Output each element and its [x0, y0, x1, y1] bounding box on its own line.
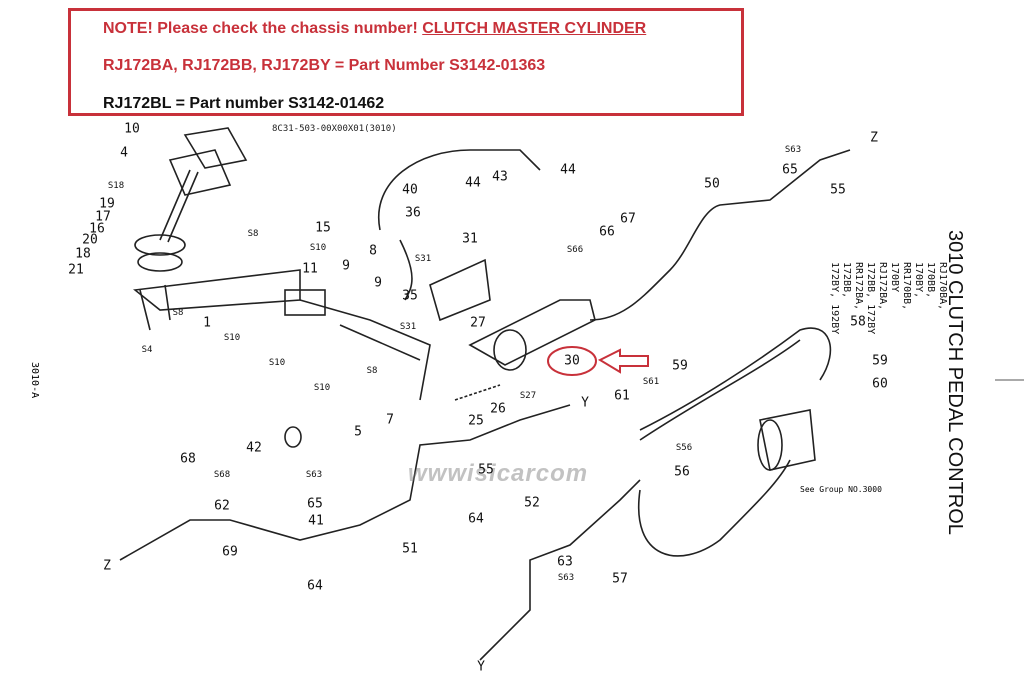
part-callout: S66	[566, 245, 584, 255]
page-ref: 3010-A	[29, 362, 40, 399]
part-callout: S18	[107, 181, 125, 191]
part-callout: S63	[305, 470, 323, 480]
part-callout: S8	[247, 229, 259, 239]
part-callout: 8	[369, 243, 377, 259]
model-line: RJ170BA, 170BB, 170BY, RR170BB, 170BY	[889, 262, 948, 311]
part-callout: 55	[830, 182, 846, 198]
part-callout: 19	[99, 196, 115, 212]
part-callout: 58	[850, 314, 866, 330]
part-callout: 31	[462, 231, 478, 247]
part-callout: 5	[354, 424, 362, 440]
part-callout: 50	[704, 176, 720, 192]
part-callout: Z	[103, 558, 111, 574]
part-callout: S68	[213, 470, 231, 480]
watermark: wwwisicarcom	[408, 460, 589, 487]
part-callout: 67	[620, 211, 636, 227]
part-callout: Y	[477, 659, 485, 675]
part-callout: 17	[95, 209, 111, 225]
part-callout: S56	[675, 443, 693, 453]
part-callout: S10	[268, 358, 286, 368]
part-callout: 69	[222, 544, 238, 560]
note-box: NOTE! Please check the chassis number! C…	[68, 8, 744, 116]
part-callout: 56	[674, 464, 690, 480]
part-callout: 59	[672, 358, 688, 374]
part-callout: 9	[374, 275, 382, 291]
part-callout: 27	[470, 315, 486, 331]
part-callout: 16	[89, 221, 105, 237]
note-line-1: NOTE! Please check the chassis number! C…	[103, 20, 646, 38]
part-callout: 66	[599, 224, 615, 240]
part-callout: 60	[872, 376, 888, 392]
part-callout: 4	[120, 145, 128, 161]
note-line-3: RJ172BL = Part number S3142-01462	[103, 95, 385, 112]
part-callout: 26	[490, 401, 506, 417]
part-callout: 11	[302, 261, 318, 277]
part-callout: 42	[246, 440, 262, 456]
part-callout: 18	[75, 246, 91, 262]
part-callout: 52	[524, 495, 540, 511]
part-callout: 55	[478, 462, 494, 478]
note-line-2: RJ172BA, RJ172BB, RJ172BY = Part Number …	[103, 57, 546, 74]
drawing-code: 8C31-503-00X00X01(3010)	[272, 124, 397, 134]
part-callout: S10	[223, 333, 241, 343]
part-callout: 15	[315, 220, 331, 236]
part-callout: 65	[782, 162, 798, 178]
part-callout: 25	[468, 413, 484, 429]
part-callout: S63	[784, 145, 802, 155]
part-callout: 10	[124, 121, 140, 137]
part-callout: S27	[519, 391, 537, 401]
part-callout: S61	[642, 377, 660, 387]
part-callout: Y	[581, 395, 589, 411]
part-callout: S8	[172, 308, 184, 318]
see-group-note: See Group NO.3000	[800, 485, 882, 494]
part-callout: S63	[557, 573, 575, 583]
part-callout: 44	[465, 175, 481, 191]
part-callout: 30	[564, 353, 580, 369]
part-callout: 9	[342, 258, 350, 274]
part-callout: 57	[612, 571, 628, 587]
part-callout: 63	[557, 554, 573, 570]
part-callout: 62	[214, 498, 230, 514]
note-text: NOTE! Please check the chassis number!	[103, 20, 423, 37]
part-callout: 65	[307, 496, 323, 512]
part-callout: Z	[870, 130, 878, 146]
note-emphasis: CLUTCH MASTER CYLINDER	[422, 20, 647, 37]
part-callout: 59	[872, 353, 888, 369]
part-callout: 61	[614, 388, 630, 404]
part-callout: 43	[492, 169, 508, 185]
part-callout: S4	[141, 345, 153, 355]
model-list: RJ170BA, 170BB, 170BY, RR170BB, 170BY RJ…	[828, 262, 948, 338]
part-callout: S10	[313, 383, 331, 393]
part-callout: 1	[203, 315, 211, 331]
part-callout: 64	[307, 578, 323, 594]
part-callout: 41	[308, 513, 324, 529]
part-callout: 7	[386, 412, 394, 428]
part-callout: S10	[309, 243, 327, 253]
part-callout: S31	[399, 322, 417, 332]
part-callout: 64	[468, 511, 484, 527]
part-callout: 68	[180, 451, 196, 467]
part-callout: 40	[402, 182, 418, 198]
part-callout: 36	[405, 205, 421, 221]
part-callout: 20	[82, 232, 98, 248]
part-callout: S31	[414, 254, 432, 264]
part-callout: 35	[402, 288, 418, 304]
part-callout: 51	[402, 541, 418, 557]
model-line: RJ172BA, 172BB, 172BY	[865, 262, 888, 335]
part-callout: 21	[68, 262, 84, 278]
part-callout: 44	[560, 162, 576, 178]
part-callout: S8	[366, 366, 378, 376]
